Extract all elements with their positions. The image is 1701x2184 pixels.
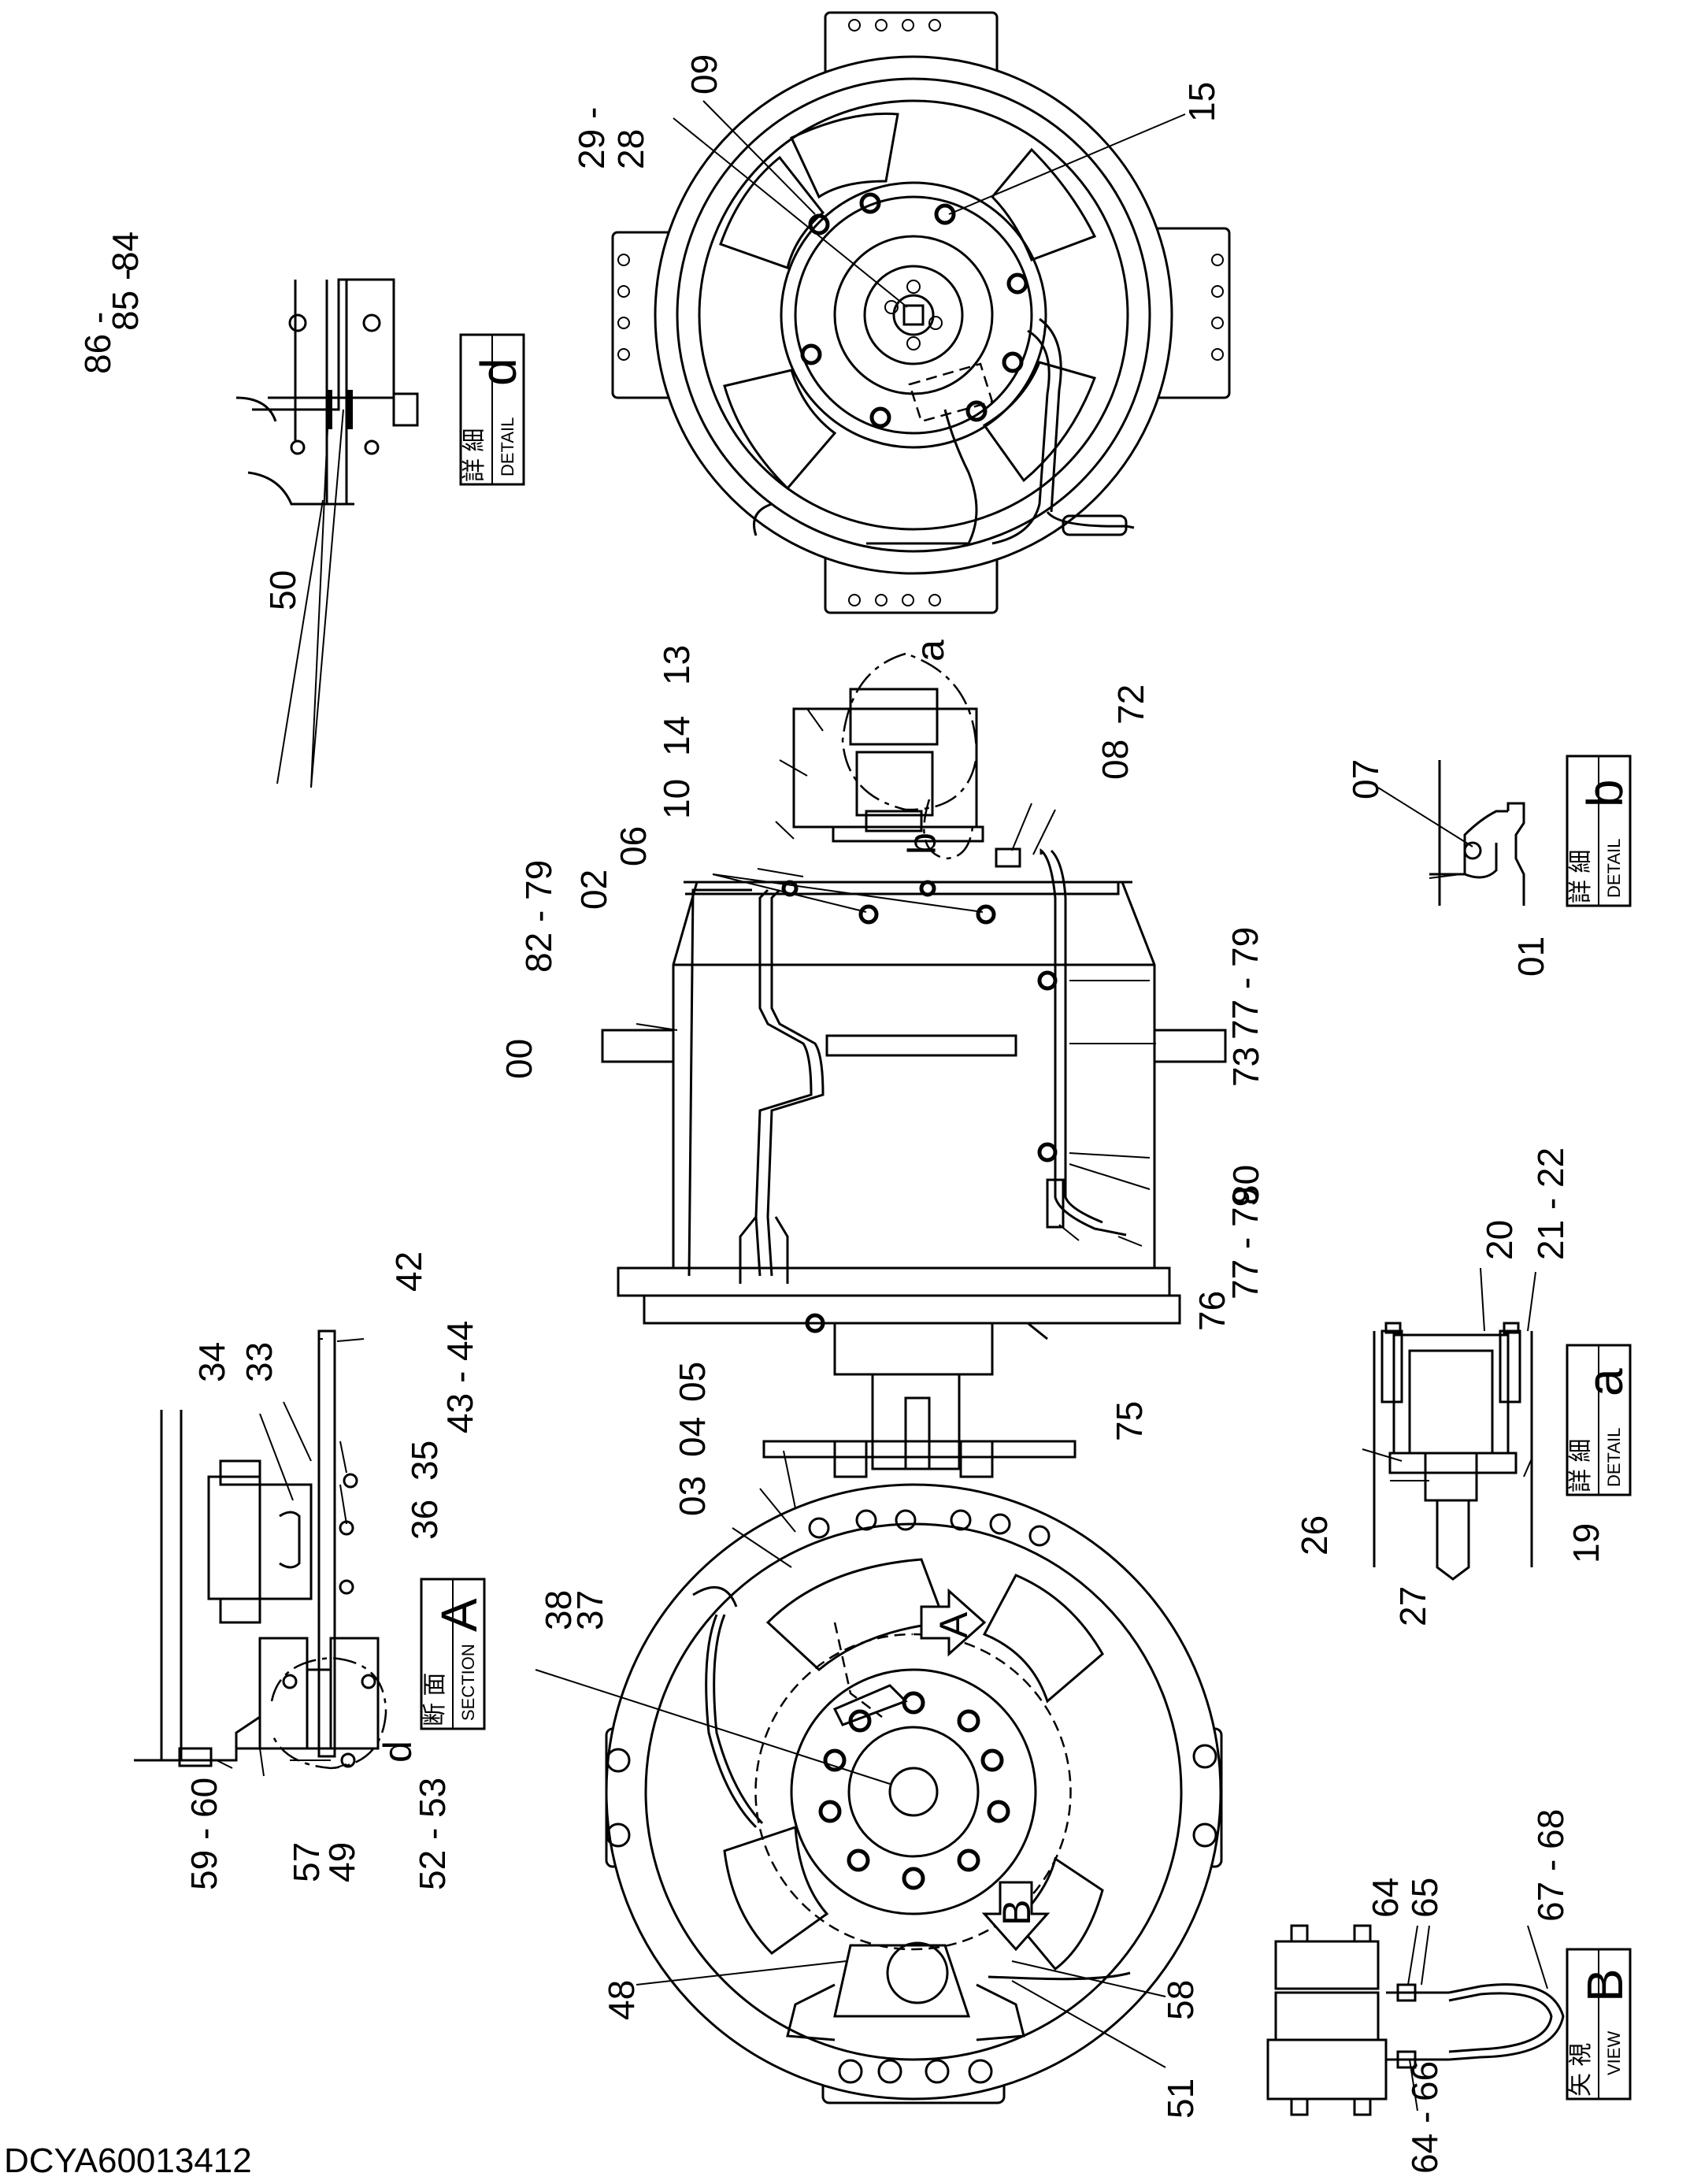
callout-57: 57 (286, 1842, 327, 1882)
view-b-view (1266, 1924, 1565, 2116)
detail-box-b-word: DETAIL (1604, 839, 1624, 898)
callout-37: 37 (569, 1590, 610, 1630)
view-box-b-letter: B (1577, 1968, 1633, 2002)
section-box-a: 断 面 SECTION A (420, 1578, 487, 1730)
callout-02: 02 (573, 870, 614, 910)
callout-06: 06 (613, 826, 654, 866)
callout-58: 58 (1160, 1980, 1201, 2020)
callout-67-68: 67 - 68 (1530, 1809, 1571, 1922)
callout-80: 80 (1225, 1165, 1266, 1205)
callout-52-53: 52 - 53 (412, 1778, 453, 1890)
detail-box-b: 詳 細 DETAIL b (1566, 755, 1633, 907)
callout-59-60: 59 - 60 (183, 1778, 224, 1890)
callout-15: 15 (1181, 82, 1222, 122)
callout-65: 65 (1404, 1878, 1445, 1918)
callout-73: 73 (1225, 1047, 1266, 1087)
callout-77-79b: 77 - 79 (1225, 1187, 1266, 1300)
section-box-a-kanji: 断 面 (422, 1673, 448, 1726)
callout-05: 05 (672, 1362, 713, 1402)
detail-box-b-letter: b (1577, 779, 1633, 807)
callout-38: 38 (538, 1590, 579, 1630)
detail-circle-d-letter: d (376, 1741, 420, 1763)
callout-21-22: 21 - 22 (1530, 1148, 1571, 1260)
detail-box-d-letter: d (470, 358, 527, 386)
detail-circle-b-letter: b (900, 832, 944, 855)
detail-a-view (1373, 1322, 1533, 1581)
middle-housing-view (601, 652, 1227, 1478)
callout-48: 48 (601, 1980, 642, 2020)
detail-d-view (235, 278, 419, 506)
callout-29: 29 - (571, 107, 612, 169)
callout-00: 00 (498, 1039, 539, 1079)
callout-51: 51 (1160, 2078, 1201, 2119)
document-id: DCYA60013412 (4, 2141, 252, 2180)
callout-49: 49 (321, 1842, 362, 1882)
callout-84: 84 (105, 232, 146, 272)
detail-box-a-kanji: 詳 細 (1568, 1439, 1594, 1492)
callout-08: 08 (1095, 740, 1136, 780)
detail-box-a: 詳 細 DETAIL a (1566, 1344, 1633, 1496)
detail-b-view (1429, 760, 1525, 906)
callout-03: 03 (672, 1476, 713, 1516)
callout-76: 76 (1191, 1291, 1232, 1331)
callout-33: 33 (239, 1342, 280, 1382)
callout-82-79: 82 - 79 (518, 860, 559, 973)
callout-72: 72 (1110, 684, 1151, 725)
view-arrow-a-letter: A (932, 1611, 976, 1638)
callout-64-66: 64 - 66 (1404, 2061, 1445, 2174)
callout-75: 75 (1109, 1401, 1150, 1441)
callout-01: 01 (1510, 936, 1551, 977)
detail-circle-a-letter: a (908, 640, 952, 662)
callout-86: 86 - (77, 312, 118, 374)
callout-28: 28 (610, 129, 651, 169)
bottom-flange-view (605, 1483, 1223, 2104)
callout-50: 50 (262, 570, 303, 610)
callout-35: 35 (404, 1441, 445, 1481)
detail-box-d: 詳 細 DETAIL d (459, 333, 527, 486)
view-box-b-word: VIEW (1604, 2031, 1624, 2075)
callout-64-top: 64 (1365, 1878, 1406, 1918)
callout-77-79a: 77 - 79 (1225, 927, 1266, 1040)
callout-34: 34 (191, 1342, 232, 1382)
callout-27: 27 (1392, 1586, 1433, 1626)
callout-20: 20 (1479, 1220, 1520, 1260)
callout-04: 04 (672, 1417, 713, 1457)
leader-lines (216, 100, 1548, 2112)
callout-19: 19 (1566, 1523, 1606, 1563)
detail-box-d-word: DETAIL (498, 417, 517, 476)
view-arrow-b-letter: B (995, 1900, 1039, 1926)
callout-42: 42 (388, 1251, 429, 1292)
detail-box-b-kanji: 詳 細 (1568, 850, 1594, 903)
callout-09: 09 (684, 54, 724, 95)
detail-box-d-kanji: 詳 細 (461, 428, 487, 482)
callout-07: 07 (1345, 759, 1386, 799)
section-a-view (134, 1329, 387, 1770)
top-drum-view (611, 11, 1231, 614)
detail-box-a-word: DETAIL (1604, 1428, 1624, 1487)
view-box-b-kanji: 矢 視 (1568, 2043, 1594, 2097)
callout-labels: 86 - 85 - 84 50 29 - 28 09 15 13 14 10 0… (77, 54, 1606, 2174)
callout-14: 14 (656, 716, 697, 756)
callout-13: 13 (656, 645, 697, 685)
callout-43-44: 43 - 44 (439, 1321, 480, 1433)
callout-36: 36 (404, 1500, 445, 1540)
section-box-a-word: SECTION (458, 1644, 478, 1721)
section-box-a-letter: A (431, 1598, 487, 1632)
detail-box-a-letter: a (1577, 1368, 1633, 1396)
view-box-b: 矢 視 VIEW B (1566, 1948, 1633, 2101)
callout-85: 85 - (105, 269, 146, 331)
callout-10: 10 (656, 779, 697, 819)
callout-26: 26 (1294, 1515, 1335, 1555)
